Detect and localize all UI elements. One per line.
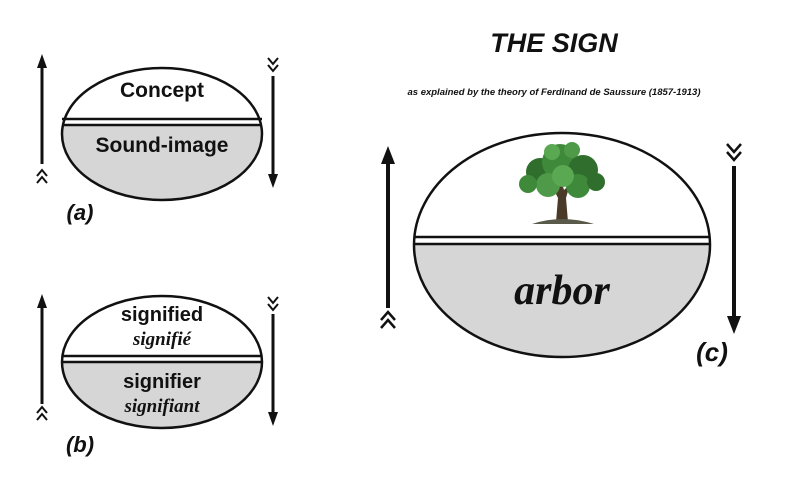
arbor-label: arbor [514, 268, 610, 314]
up-arrow-icon [36, 54, 48, 184]
subtitle: as explained by the theory of Ferdinand … [407, 87, 700, 98]
tree-icon [519, 142, 605, 224]
concept-label: Concept [120, 79, 204, 102]
down-arrow-icon [726, 143, 742, 334]
down-arrow-icon [267, 57, 279, 188]
up-arrow-icon [36, 294, 48, 421]
signifier-label: signifier [123, 371, 201, 393]
caption-a: (a) [67, 200, 94, 225]
signified-label: signified [121, 304, 203, 326]
diagram-a: Concept Sound-image (a) [36, 54, 279, 225]
caption-c: (c) [696, 337, 728, 367]
title: THE SIGN [490, 28, 618, 58]
diagram-b: signified signifié signifier signifiant … [36, 294, 279, 457]
signifie-label: signifié [132, 329, 192, 350]
sound-image-label: Sound-image [95, 134, 228, 157]
caption-b: (b) [66, 432, 94, 457]
down-arrow-icon [267, 296, 279, 426]
signifiant-label: signifiant [124, 396, 201, 417]
diagram-c: arbor (c) [380, 131, 742, 367]
up-arrow-icon [380, 146, 396, 329]
